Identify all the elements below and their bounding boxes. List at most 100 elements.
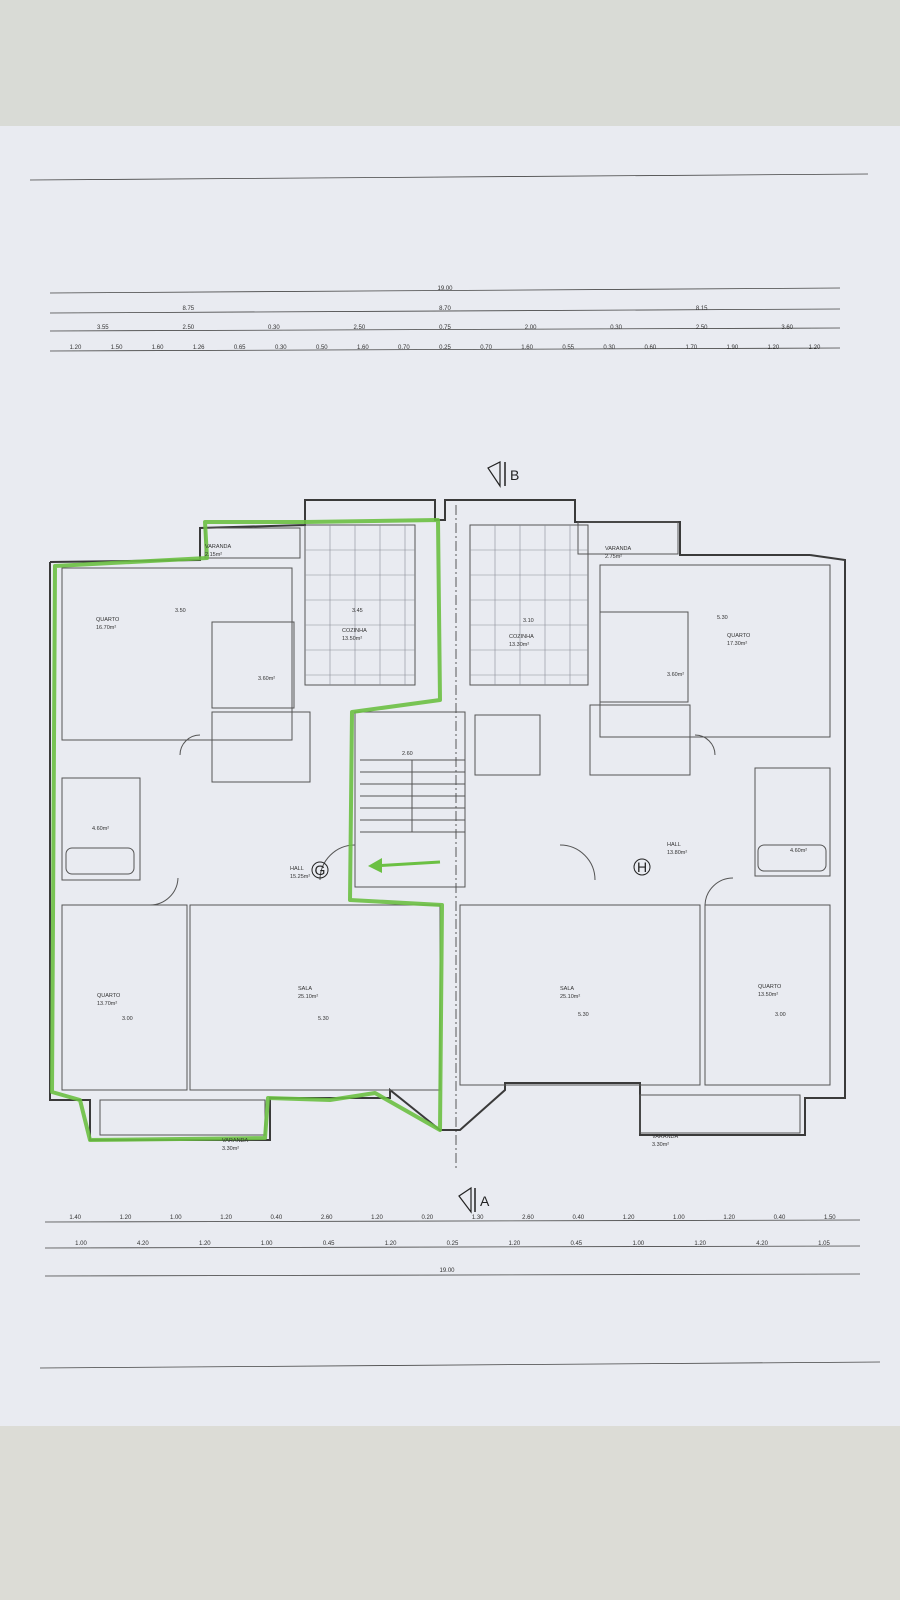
hall-right-area: 13.80m²: [667, 850, 687, 856]
sala-right-dim: 5.30: [578, 1012, 589, 1018]
bottom-dim-row2-0: 1.00: [75, 1241, 87, 1247]
bottom-dim-row2-4: 0.45: [323, 1241, 335, 1247]
quarto-left-bottom-dim: 3.00: [122, 1016, 133, 1022]
quarto-left-top-area: 16.70m²: [96, 625, 116, 631]
frame-line-top: [29, 173, 869, 181]
section-label-bottom: A: [480, 1193, 490, 1209]
top-overall-dim: 19.00: [437, 286, 453, 292]
bottom-dim-row2-5: 1.20: [385, 1241, 397, 1247]
hall-left-name: HALL: [290, 866, 304, 872]
cozinha-right-area: 13.30m²: [509, 642, 529, 648]
quarto-right-top-dim: 5.30: [717, 615, 728, 621]
bottom-dim-row2-11: 4.20: [756, 1241, 768, 1247]
varanda-right-top-area: 2.75m²: [605, 554, 622, 560]
wc-left-top-area: 3.60m²: [258, 676, 275, 682]
varanda-left-bottom-area: 3.30m²: [222, 1146, 239, 1152]
hall-left-area: 15.25m²: [290, 874, 310, 880]
sala-left-dim: 5.30: [318, 1016, 329, 1022]
varanda-left-top-name: VARANDA: [205, 544, 232, 550]
cozinha-left-area: 13.50m²: [342, 636, 362, 642]
top-dim-row4-12: 0.55: [562, 345, 574, 351]
top-dim-row3-4: 0.75: [439, 325, 451, 331]
unit-marker-left-circle: [311, 861, 329, 879]
quarto-left-bottom-name: QUARTO: [97, 993, 121, 999]
bottom-dim-row1-0: 1.40: [69, 1215, 81, 1221]
top-dim-row4-16: 1.90: [727, 345, 739, 351]
top-dim-row2-2: 8.15: [696, 306, 708, 312]
top-dim-row3-1: 2.50: [182, 325, 194, 331]
top-dim-row4-13: 0.30: [603, 345, 615, 351]
central-stairs: [360, 759, 465, 833]
cozinha-left-dim: 3.45: [352, 608, 363, 614]
section-marker-top: B: [487, 461, 519, 488]
top-dim-row2-0: 8.75: [182, 306, 194, 312]
top-dim-row4-7: 1.60: [357, 345, 369, 351]
bottom-dim-row1-7: 0.20: [421, 1215, 433, 1221]
top-dim-row4-14: 0.60: [644, 345, 656, 351]
top-dim-row3-7: 2.50: [696, 325, 708, 331]
quarto-left-top-name: QUARTO: [96, 617, 120, 623]
quarto-left-bottom-area: 13.70m²: [97, 1001, 117, 1007]
wc-right-bath-area: 4.60m²: [790, 848, 807, 854]
arrow-line: [371, 860, 441, 868]
cozinha-right-dim: 3.10: [523, 618, 534, 624]
top-dim-row3-6: 0.30: [610, 325, 622, 331]
bottom-dim-row1-13: 1.20: [723, 1215, 735, 1221]
bottom-dim-row2-9: 1.00: [632, 1241, 644, 1247]
room-labels: VARANDA 2.15m² QUARTO 16.70m² 3.50 COZIN…: [92, 544, 807, 1152]
bottom-dim-row2-10: 1.20: [694, 1241, 706, 1247]
bottom-dim-row1-2: 1.00: [170, 1215, 182, 1221]
unit-marker-right-circle: [633, 858, 651, 876]
top-dim-row4-1: 1.50: [111, 345, 123, 351]
top-dim-row3-3: 2.50: [354, 325, 366, 331]
varanda-right-top-name: VARANDA: [605, 546, 632, 552]
varanda-right-bottom-name: VARANDA: [652, 1134, 679, 1140]
paper-sheet: [0, 126, 900, 1426]
bottom-dim-row1-3: 1.20: [220, 1215, 232, 1221]
bottom-dim-row1-10: 0.40: [572, 1215, 584, 1221]
top-dim-row4-17: 1.20: [768, 345, 780, 351]
cozinha-right-name: COZINHA: [509, 634, 534, 640]
bottom-dim-row2-2: 1.20: [199, 1241, 211, 1247]
bottom-dim-row1-1: 1.20: [120, 1215, 132, 1221]
bottom-dim-row1-9: 2.60: [522, 1215, 534, 1221]
sala-left-name: SALA: [298, 986, 312, 992]
wc-left-bath-area: 4.60m²: [92, 826, 109, 832]
top-dim-row3-2: 0.30: [268, 325, 280, 331]
unit-marker-left: G: [315, 862, 326, 878]
bottom-dim-row2-1: 4.20: [137, 1241, 149, 1247]
arrow-head: [368, 858, 382, 873]
bottom-dim-row1-5: 2.60: [321, 1215, 333, 1221]
top-dim-row3-8: 3.60: [781, 325, 793, 331]
top-dim-row4-8: 0.70: [398, 345, 410, 351]
highlight-outline: [50, 518, 444, 1142]
bottom-dim-row1-6: 1.20: [371, 1215, 383, 1221]
unit-marker-right: H: [637, 859, 647, 875]
bottom-dim-row2-12: 1.05: [818, 1241, 830, 1247]
varanda-right-bottom-area: 3.30m²: [652, 1142, 669, 1148]
bottom-dim-row1-12: 1.00: [673, 1215, 685, 1221]
bottom-overall-dim: 19.00: [439, 1268, 455, 1274]
sala-right-name: SALA: [560, 986, 574, 992]
top-dim-row4-10: 0.70: [480, 345, 492, 351]
bottom-dim-row1-4: 0.40: [271, 1215, 283, 1221]
top-dim-row4-9: 0.25: [439, 345, 451, 351]
bottom-dim-row1-8: 1.30: [472, 1215, 484, 1221]
quarto-right-top-area: 17.30m²: [727, 641, 747, 647]
stair-dim: 2.60: [402, 751, 413, 757]
cozinha-left-name: COZINHA: [342, 628, 367, 634]
kitchen-tiles-right: [470, 525, 588, 685]
top-dim-row4-6: 0.50: [316, 345, 328, 351]
top-dim-row4-4: 0.65: [234, 345, 246, 351]
section-triangle-bottom: [458, 1186, 472, 1214]
bottom-dimension-chain: 1.40 1.20 1.00 1.20 0.40 2.60 1.20 0.20 1.30 2.60…: [44, 1215, 861, 1277]
bottom-dim-row1-14: 0.40: [774, 1215, 786, 1221]
top-dim-row4-5: 0.30: [275, 345, 287, 351]
bottom-dim-row2-6: 0.25: [447, 1241, 459, 1247]
top-dim-row4-0: 1.20: [70, 345, 82, 351]
quarto-right-top-name: QUARTO: [727, 633, 751, 639]
bottom-dim-row2-3: 1.00: [261, 1241, 273, 1247]
bottom-dim-row1-15: 1.50: [824, 1215, 836, 1221]
